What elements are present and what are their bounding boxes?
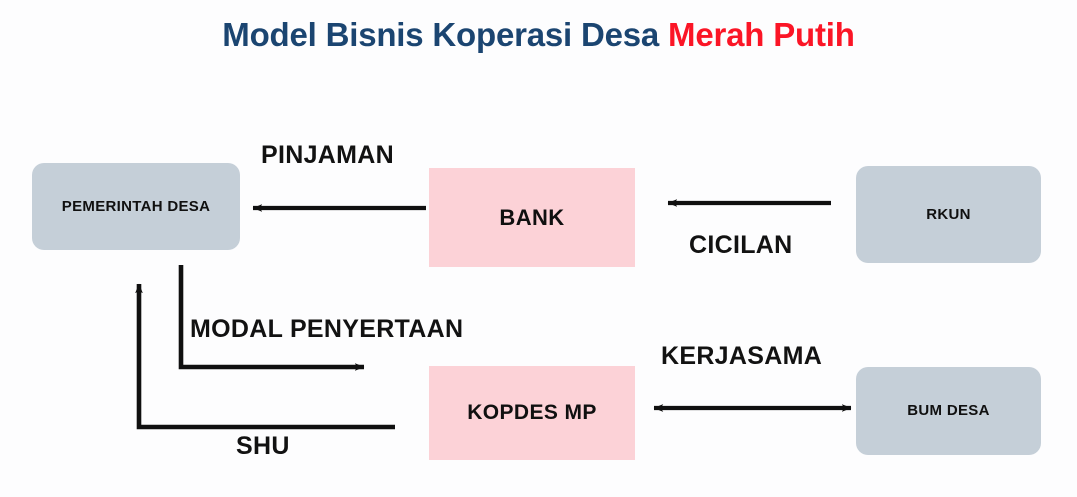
node-rkun[interactable]: RKUN xyxy=(856,166,1041,263)
edge-label-cicilan: CICILAN xyxy=(689,231,793,259)
page-title-accent: Merah Putih xyxy=(668,16,855,53)
node-bum-desa[interactable]: BUM DESA xyxy=(856,367,1041,455)
node-pemerintah-desa[interactable]: PEMERINTAH DESA xyxy=(32,163,240,250)
page-title: Model Bisnis Koperasi Desa Merah Putih xyxy=(0,16,1077,54)
page-title-main: Model Bisnis Koperasi Desa xyxy=(222,16,669,53)
node-rkun-label: RKUN xyxy=(926,205,971,223)
arrow-shu xyxy=(135,283,395,430)
edge-label-shu: SHU xyxy=(236,432,290,460)
node-bank-label: BANK xyxy=(499,204,565,230)
node-kopdes-mp-label: KOPDES MP xyxy=(467,400,597,424)
edge-label-modal-penyertaan: MODAL PENYERTAAN xyxy=(190,315,464,343)
edge-label-pinjaman: PINJAMAN xyxy=(261,141,394,169)
node-bank[interactable]: BANK xyxy=(429,168,635,267)
node-kopdes-mp[interactable]: KOPDES MP xyxy=(429,366,635,460)
edge-label-kerjasama: KERJASAMA xyxy=(661,342,823,370)
node-pemerintah-desa-label: PEMERINTAH DESA xyxy=(61,197,211,215)
node-bum-desa-label: BUM DESA xyxy=(907,402,990,420)
